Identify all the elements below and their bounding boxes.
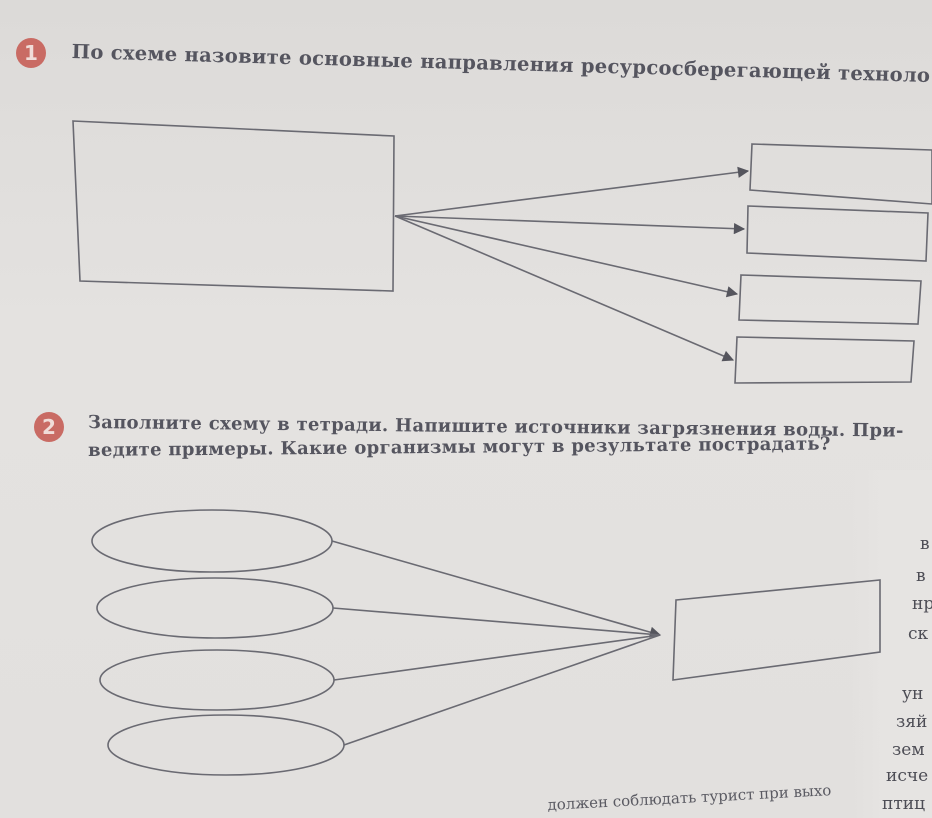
task-1-number-badge: 1 [16,38,46,68]
scheme-1-arrow-4 [394,215,735,362]
scheme-2-arrow-1 [331,540,662,638]
scheme-1-target-box-2[interactable] [746,205,929,262]
margin-fragment-4: ск [908,624,929,644]
scheme-1-arrow-1 [394,166,750,217]
scheme-1-target-box-3[interactable] [738,274,922,325]
scheme-2-arrow-4 [343,634,661,746]
scheme-1-main-box[interactable] [72,120,395,292]
page-edge-shadow [852,470,932,818]
scheme-2-target-box[interactable] [672,579,881,681]
margin-fragment-8: исче [886,766,929,786]
margin-fragment-5: ун [902,684,924,704]
margin-fragment-1: в [920,534,930,554]
scheme-2-source-oval-1[interactable] [91,509,333,573]
scheme-2 [91,509,881,776]
scheme-1-arrow-3 [394,215,739,298]
scheme-1-target-box-4[interactable] [734,336,915,384]
task-1-number: 1 [24,41,38,65]
scheme-2-source-oval-2[interactable] [96,577,334,639]
scheme-1-target-box-1[interactable] [749,143,932,205]
scheme-2-source-oval-3[interactable] [99,649,335,711]
scheme-1 [72,120,932,384]
margin-fragment-7: зем [892,740,925,760]
margin-fragment-6: зяй [896,712,928,732]
scheme-1-arrow-2 [394,215,746,235]
margin-fragment-3: нр [912,594,932,614]
task-2-number: 2 [42,415,56,439]
margin-fragment-2: в [916,566,926,586]
task-2-number-badge: 2 [34,412,64,442]
scheme-2-arrow-3 [333,634,661,681]
scheme-2-source-oval-4[interactable] [107,714,345,776]
margin-fragment-9: птиц [882,794,925,814]
scheme-2-arrow-2 [332,607,661,636]
